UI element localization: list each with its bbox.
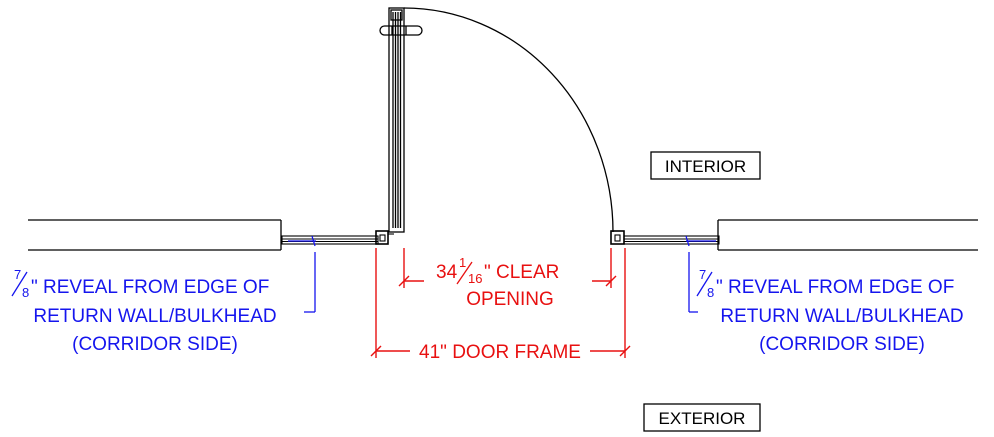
clear-opening-denominator: 16 bbox=[468, 271, 482, 286]
clear-opening-numerator: 1 bbox=[459, 255, 466, 270]
clear-opening-unit: " CLEAR bbox=[484, 262, 559, 283]
left-jamb bbox=[281, 230, 394, 245]
door-pull-handle bbox=[379, 25, 423, 36]
reveal-right-denominator: 8 bbox=[707, 285, 714, 300]
interior-label: INTERIOR bbox=[665, 157, 746, 176]
reveal-left-denominator: 8 bbox=[22, 285, 29, 300]
door-swing-arc bbox=[403, 7, 614, 233]
reveal-left-line3: (CORRIDOR SIDE) bbox=[72, 334, 238, 355]
right-wall bbox=[717, 219, 978, 251]
door-frame-dimension bbox=[370, 248, 631, 358]
exterior-label-box: EXTERIOR bbox=[643, 403, 761, 432]
clear-opening-dimension bbox=[398, 248, 617, 288]
reveal-right-numerator: 7 bbox=[699, 267, 706, 282]
door-frame-label: 41" DOOR FRAME bbox=[419, 342, 581, 363]
reveal-left-text: 7 8 " REVEAL FROM EDGE OF RETURN WALL/BU… bbox=[11, 267, 277, 355]
reveal-right-line2: RETURN WALL/BULKHEAD bbox=[720, 306, 963, 327]
reveal-right-text: 7 8 " REVEAL FROM EDGE OF RETURN WALL/BU… bbox=[696, 267, 964, 355]
reveal-right-marker bbox=[685, 235, 716, 313]
reveal-right-line3: (CORRIDOR SIDE) bbox=[759, 334, 925, 355]
left-wall bbox=[28, 219, 282, 251]
reveal-left-line2: RETURN WALL/BULKHEAD bbox=[33, 306, 276, 327]
reveal-right-line1: " REVEAL FROM EDGE OF bbox=[716, 277, 954, 298]
exterior-label: EXTERIOR bbox=[659, 409, 746, 428]
reveal-left-line1: " REVEAL FROM EDGE OF bbox=[31, 277, 269, 298]
reveal-left-marker bbox=[288, 235, 316, 313]
reveal-left-numerator: 7 bbox=[14, 267, 21, 282]
door-leaf bbox=[388, 7, 405, 233]
interior-label-box: INTERIOR bbox=[650, 151, 761, 180]
right-jamb bbox=[610, 230, 720, 245]
clear-opening-line2: OPENING bbox=[466, 289, 554, 310]
clear-opening-whole: 34 bbox=[436, 262, 458, 283]
clear-opening-text: 34 1 16 " CLEAR OPENING bbox=[436, 255, 559, 310]
